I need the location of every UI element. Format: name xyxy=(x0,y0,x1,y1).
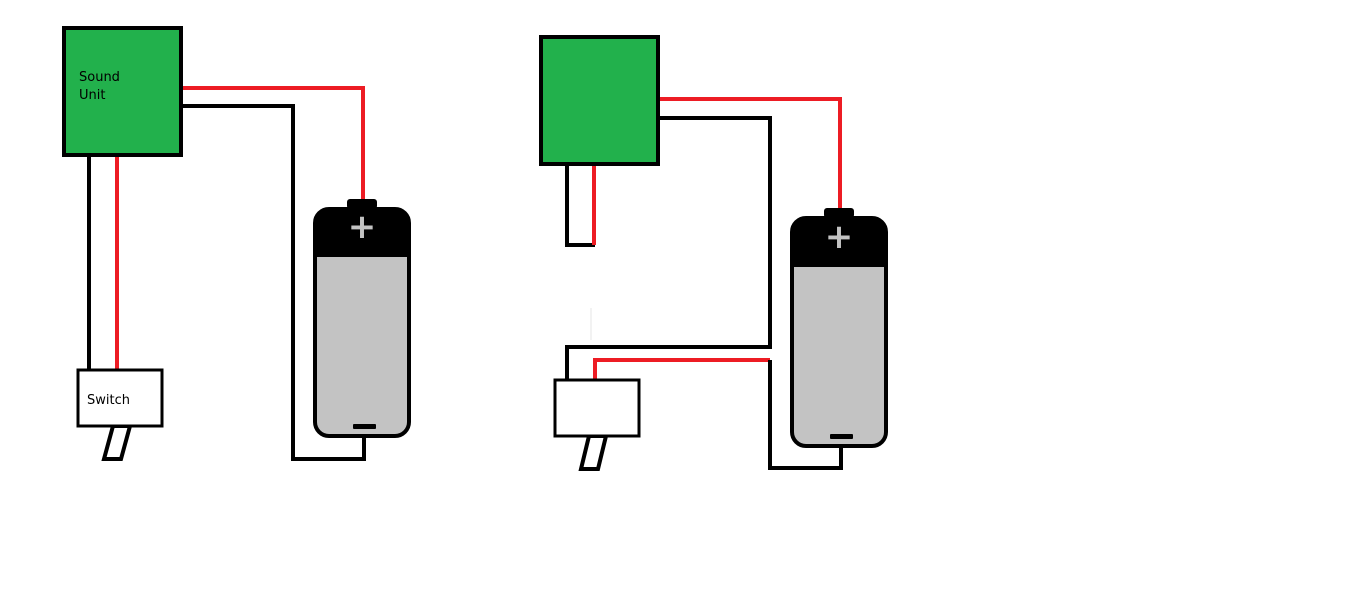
right-wire-black-stub xyxy=(565,164,595,247)
right-wire-black-to-battery xyxy=(768,360,843,470)
right-battery-plus-sign: + xyxy=(825,217,854,257)
right-battery-minus-sign xyxy=(830,434,853,439)
left-wire-black-to-battery xyxy=(181,104,366,461)
right-wire-black-to-switch xyxy=(565,116,772,380)
left-battery-minus-sign xyxy=(353,424,376,429)
right-wire-red-to-battery xyxy=(658,97,842,210)
left-sound-unit-label-line1: Sound xyxy=(79,70,120,85)
left-switch-lever xyxy=(101,424,133,461)
left-battery: + xyxy=(313,199,411,438)
right-battery: + xyxy=(790,208,888,448)
left-wire-red-to-battery xyxy=(181,86,365,200)
right-switch xyxy=(553,378,641,438)
right-wire-red-from-switch xyxy=(593,358,770,380)
left-battery-plus-sign: + xyxy=(348,207,377,247)
right-battery-cap xyxy=(792,218,886,267)
left-switch-label: Switch xyxy=(87,393,130,408)
left-switch xyxy=(76,368,164,428)
right-sound-unit xyxy=(539,35,660,166)
left-battery-terminal xyxy=(347,199,377,209)
left-battery-cap xyxy=(315,209,409,257)
left-sound-unit xyxy=(62,26,183,157)
right-switch-lever xyxy=(578,434,609,471)
right-battery-terminal xyxy=(824,208,854,218)
right-circuit: + xyxy=(539,35,888,471)
left-circuit: Sound Unit Switch + xyxy=(62,26,411,461)
left-sound-unit-label-line2: Unit xyxy=(79,88,105,103)
